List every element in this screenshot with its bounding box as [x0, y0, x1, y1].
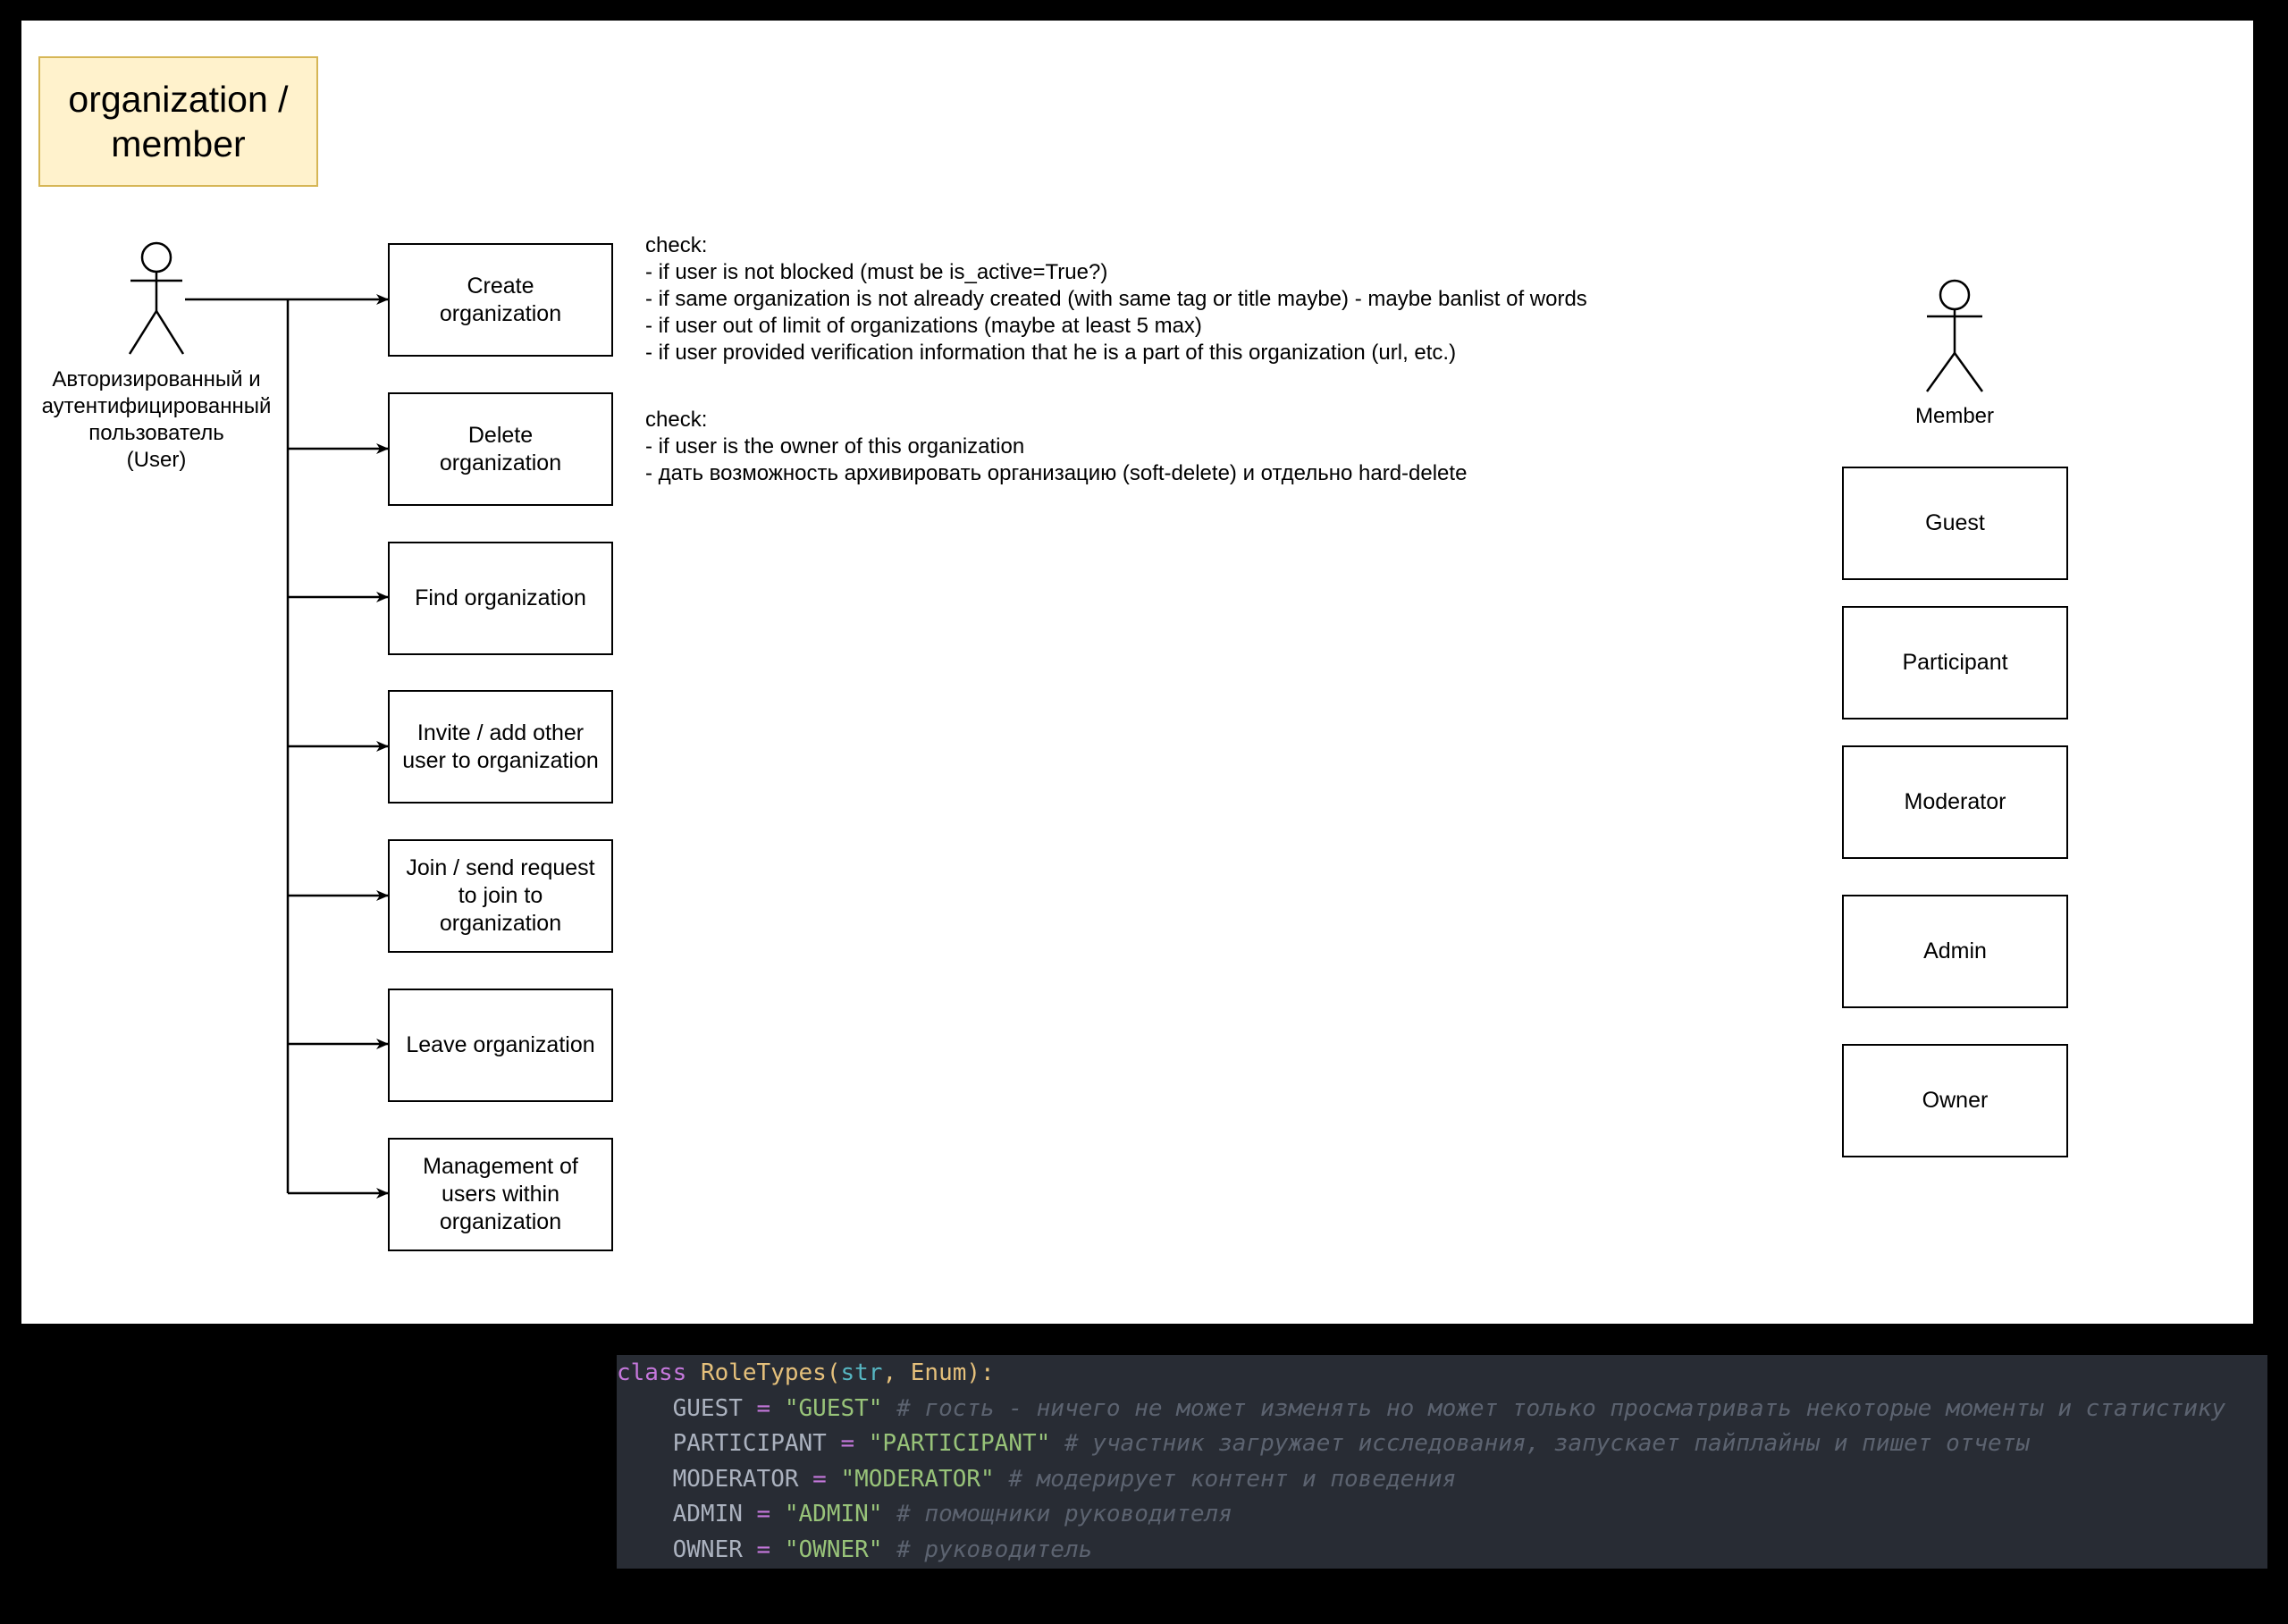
role-admin[interactable]: Admin — [1842, 895, 2068, 1008]
use-case-find-organization[interactable]: Find organization — [388, 542, 613, 655]
code-snippet: class RoleTypes(str, Enum): GUEST = "GUE… — [617, 1355, 2267, 1569]
create-check-line: check: — [645, 233, 708, 257]
code-indent — [617, 1430, 673, 1457]
code-comment: # модерирует контент и поведения — [1008, 1465, 1457, 1493]
member-actor-label: Member — [1914, 404, 1995, 428]
role-owner[interactable]: Owner — [1842, 1044, 2068, 1157]
code-member-name: ADMIN — [672, 1501, 743, 1527]
code-assign: = — [742, 1501, 785, 1527]
code-indent — [617, 1466, 673, 1493]
code-paren: ): — [966, 1359, 995, 1386]
code-member-value: "PARTICIPANT" — [868, 1430, 1051, 1457]
code-indent — [617, 1501, 673, 1527]
code-indent — [617, 1395, 673, 1422]
delete-check-line: - дать возможность архивировать организа… — [645, 461, 1468, 485]
use-case-join-organization[interactable]: Join / send request to join to organizat… — [388, 839, 613, 953]
code-base-enum: Enum — [910, 1359, 967, 1386]
code-member-value: "ADMIN" — [784, 1501, 883, 1527]
use-case-leave-organization[interactable]: Leave organization — [388, 989, 613, 1102]
code-class-name: RoleTypes — [700, 1359, 827, 1386]
code-line: PARTICIPANT = "PARTICIPANT" # участник з… — [617, 1426, 2267, 1462]
code-assign: = — [826, 1430, 869, 1457]
code-comment: # участник загружает исследования, запус… — [1064, 1430, 2031, 1457]
code-member-value: "GUEST" — [784, 1394, 883, 1422]
use-case-delete-organization[interactable]: Delete organization — [388, 392, 613, 506]
code-member-name: PARTICIPANT — [672, 1430, 827, 1457]
code-line: MODERATOR = "MODERATOR" # модерирует кон… — [617, 1462, 2267, 1498]
code-sep: , — [882, 1359, 911, 1386]
user-actor-icon — [128, 241, 185, 355]
code-comment: # гость - ничего не может изменять но мо… — [896, 1394, 2226, 1422]
code-keyword: class — [617, 1359, 687, 1386]
delete-check-line: - if user is the owner of this organizat… — [645, 434, 1025, 459]
use-case-create-organization[interactable]: Create organization — [388, 243, 613, 357]
code-member-name: GUEST — [672, 1394, 743, 1422]
code-assign: = — [742, 1394, 785, 1422]
create-check-line: - if user provided verification informat… — [645, 341, 1457, 365]
delete-check-note: check: - if user is the owner of this or… — [645, 407, 1467, 487]
create-check-line: - if user is not blocked (must be is_act… — [645, 260, 1108, 284]
create-check-line: - if user out of limit of organizations … — [645, 314, 1202, 338]
code-class-header: class RoleTypes(str, Enum): — [617, 1356, 2267, 1392]
diagram-title-note: organization / member — [38, 56, 318, 187]
create-check-note: check: - if user is not blocked (must be… — [645, 232, 1587, 366]
code-member-value: "MODERATOR" — [840, 1465, 995, 1493]
role-participant[interactable]: Participant — [1842, 606, 2068, 719]
code-line: ADMIN = "ADMIN" # помощники руководителя — [617, 1497, 2267, 1533]
user-actor-label: Авторизированный и аутентифицированный п… — [41, 367, 272, 472]
code-member-name: MODERATOR — [672, 1465, 799, 1493]
member-actor-icon — [1925, 279, 1984, 392]
code-comment: # руководитель — [896, 1536, 1093, 1563]
code-paren: ( — [826, 1359, 841, 1386]
code-line: OWNER = "OWNER" # руководитель — [617, 1533, 2267, 1569]
code-comment: # помощники руководителя — [896, 1501, 1232, 1527]
role-moderator[interactable]: Moderator — [1842, 745, 2068, 859]
use-case-management-of-users[interactable]: Management of users within organization — [388, 1138, 613, 1251]
role-guest[interactable]: Guest — [1842, 467, 2068, 580]
code-line: GUEST = "GUEST" # гость - ничего не може… — [617, 1392, 2267, 1427]
code-base-str: str — [840, 1359, 883, 1386]
code-member-value: "OWNER" — [784, 1536, 883, 1563]
code-assign: = — [742, 1536, 785, 1563]
delete-check-line: check: — [645, 408, 708, 432]
code-assign: = — [798, 1465, 841, 1493]
code-indent — [617, 1536, 673, 1563]
create-check-line: - if same organization is not already cr… — [645, 287, 1587, 311]
code-member-name: OWNER — [672, 1536, 743, 1563]
use-case-invite-user[interactable]: Invite / add other user to organization — [388, 690, 613, 804]
